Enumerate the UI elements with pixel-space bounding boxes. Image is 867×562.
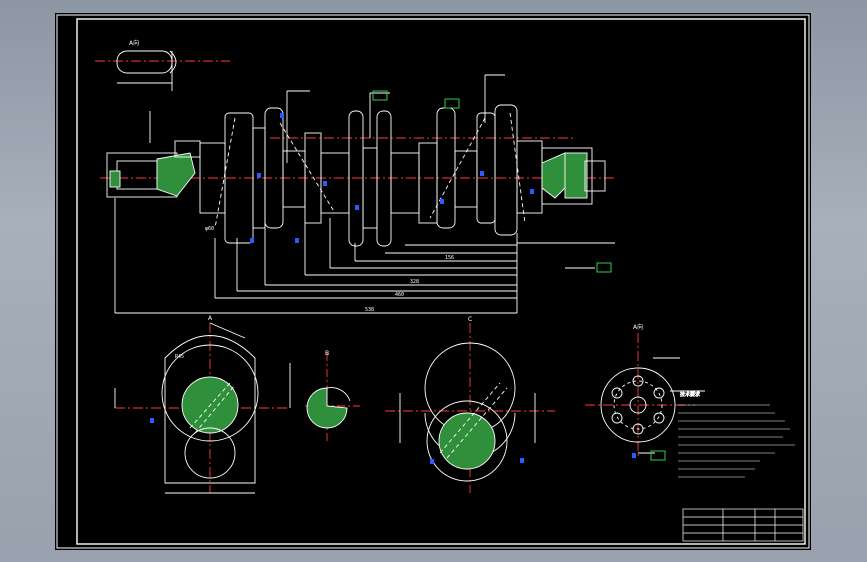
section-b-label: B (325, 350, 329, 357)
roughness-mark (257, 173, 261, 178)
datum-box (444, 98, 460, 109)
keyway-view-label: A向 (129, 39, 139, 47)
roughness-mark (150, 418, 154, 423)
roughness-mark (632, 453, 636, 458)
roughness-mark (323, 181, 327, 186)
section-c-view (385, 323, 555, 493)
section-c-label: C (468, 316, 472, 323)
dim-text: 156 (445, 255, 454, 261)
datum-box (650, 450, 666, 461)
dim-text: R45 (175, 354, 184, 360)
flange-end-view (585, 333, 705, 458)
drawing-sheet: 技术要求 A B C A向 A向 538 (56, 14, 810, 549)
roughness-mark (250, 238, 254, 243)
roughness-mark (520, 458, 524, 463)
section-a-view (114, 322, 291, 494)
roughness-mark (430, 459, 434, 464)
tech-req-title: 技术要求 (680, 391, 700, 398)
roughness-mark (295, 238, 299, 243)
roughness-mark (480, 171, 484, 176)
cad-drawing-viewport[interactable]: 技术要求 A B C A向 A向 538 (55, 13, 811, 550)
section-a-label: A (208, 315, 213, 322)
roughness-mark (355, 205, 359, 210)
section-b-view (305, 353, 360, 443)
keyway-detail-view (95, 50, 230, 91)
crankshaft-front-view (100, 74, 615, 314)
dim-text: 538 (365, 307, 374, 313)
outer-border (56, 14, 810, 549)
dim-text: 460 (395, 292, 404, 298)
roughness-mark (440, 199, 444, 204)
title-block (682, 508, 804, 542)
roughness-mark (530, 189, 534, 194)
dim-text: φ60 (205, 226, 214, 232)
dim-text: 328 (410, 279, 419, 285)
technical-notes: 技术要求 (678, 391, 795, 478)
inner-border (76, 18, 806, 545)
roughness-mark (280, 113, 284, 118)
annotation-marks (150, 90, 666, 464)
a-view-label: A向 (633, 323, 643, 331)
datum-box (372, 90, 388, 101)
datum-box (596, 262, 612, 273)
